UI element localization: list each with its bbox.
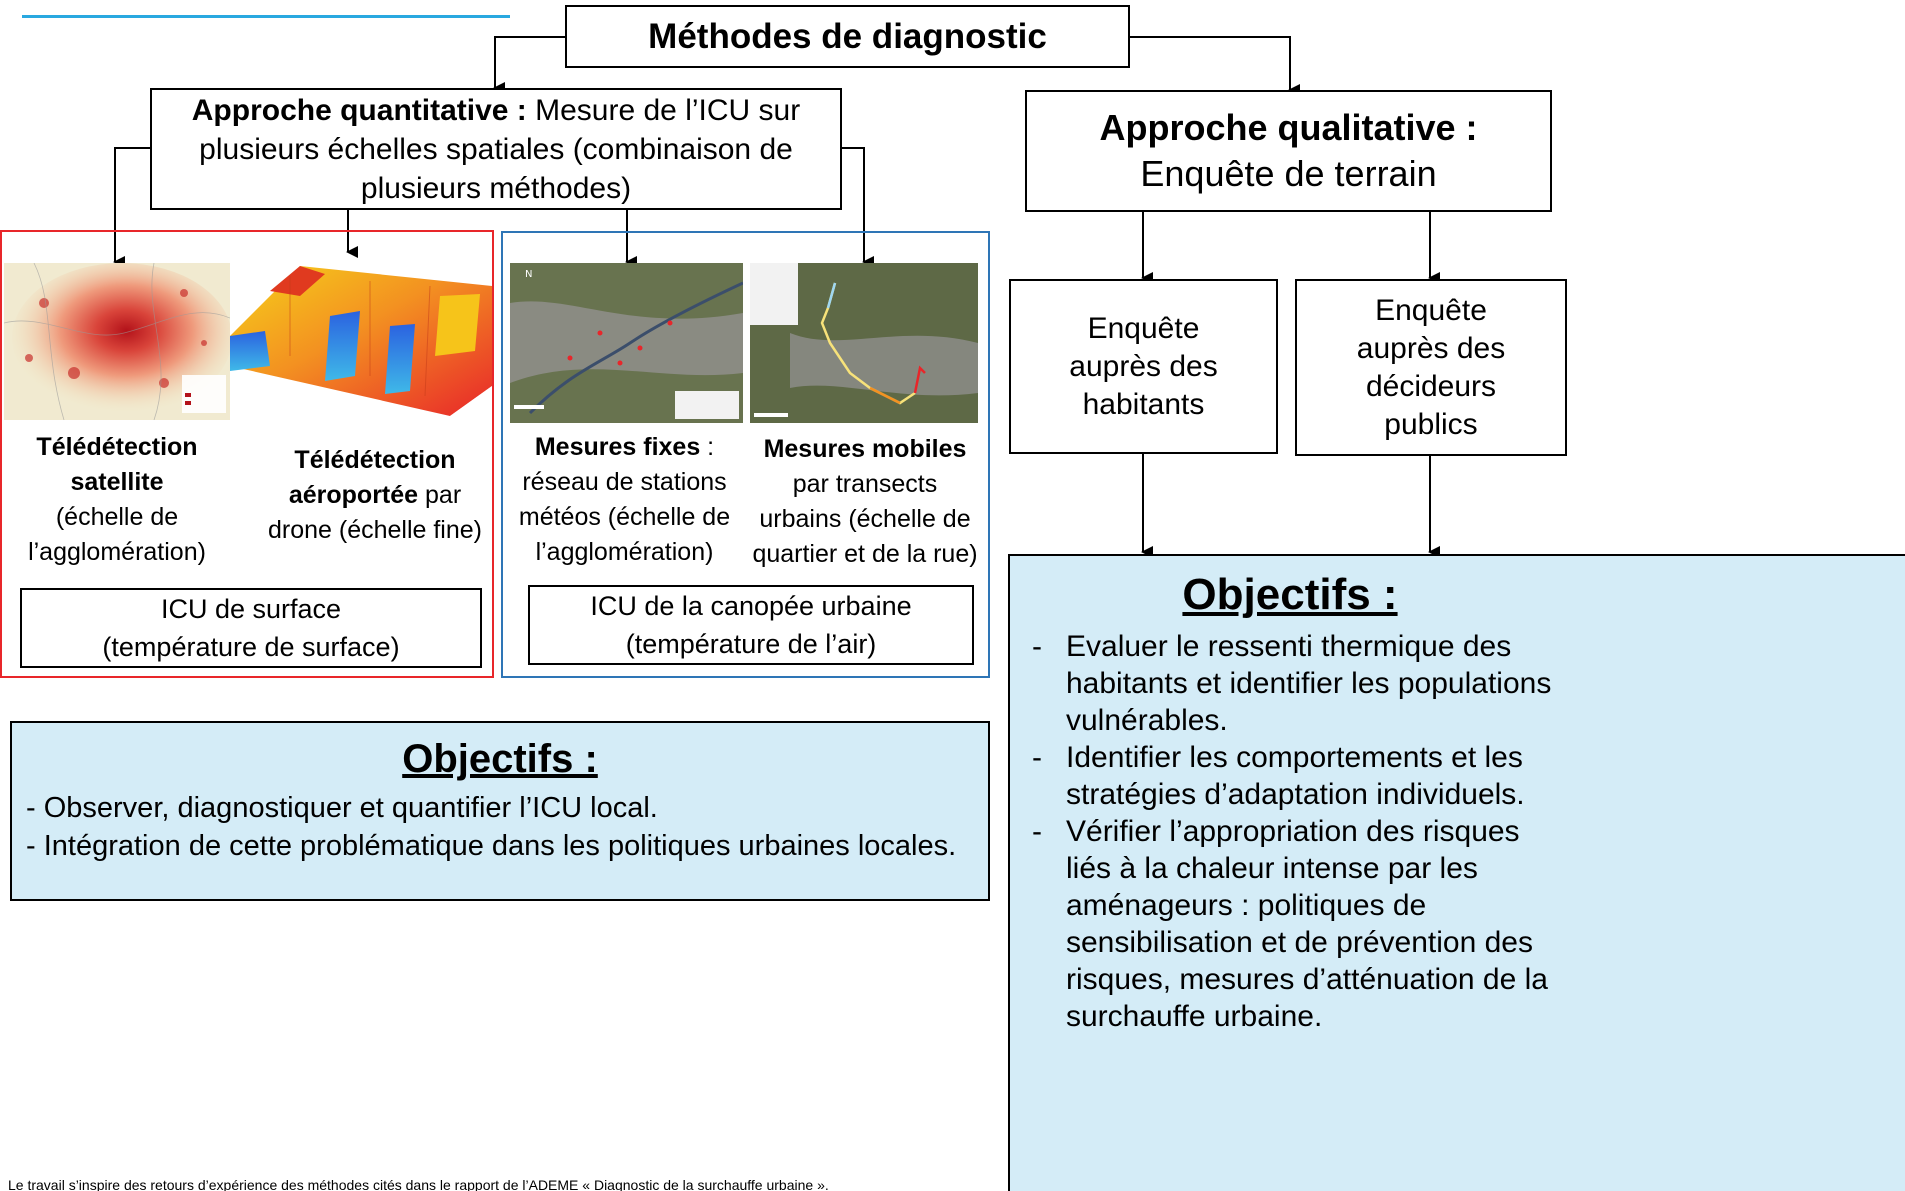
survey-inhabitants-label: Enquête auprès des habitants: [1069, 311, 1218, 421]
svg-text:N: N: [525, 269, 532, 280]
mobile-transect-map: [750, 263, 978, 423]
arrow-title-to-quantitative: [493, 36, 565, 94]
mobile-caption-bold: Mesures mobiles: [763, 435, 967, 463]
satellite-caption: Télédétection satellite (échelle de l’ag…: [4, 430, 230, 570]
qualitative-description: Enquête de terrain: [1140, 153, 1437, 194]
fixed-caption-bold: Mesures fixes: [534, 433, 701, 461]
quantitative-text: Approche quantitative : Mesure de l’ICU …: [170, 91, 822, 208]
survey-decision-makers-box: Enquête auprès des décideurs publics: [1295, 279, 1567, 456]
drone-caption-bold: Télédétection aéroportée: [288, 446, 456, 509]
quantitative-description: Mesure de l’ICU sur plusieurs échelles s…: [199, 93, 801, 205]
objectives-left-panel: Objectifs : - Observer, diagnostiquer et…: [10, 721, 990, 901]
drone-thermal-image: [230, 256, 492, 416]
qualitative-approach-box: Approche qualitative : Enquête de terrai…: [1025, 90, 1552, 212]
canopy-icu-line2: (température de l’air): [625, 629, 877, 659]
accent-line: [22, 15, 510, 18]
arrow-title-to-qualitative: [1130, 36, 1300, 96]
satellite-thermal-map: [4, 263, 230, 420]
surface-icu-box: ICU de surface (température de surface): [20, 588, 482, 668]
mobile-caption: Mesures mobiles par transects urbains (é…: [752, 432, 978, 572]
fixed-caption: Mesures fixes : réseau de stations météo…: [512, 430, 737, 570]
canopy-methods-frame: [501, 231, 990, 678]
diagram-title: Méthodes de diagnostic: [648, 16, 1047, 56]
objectives-left-item-2: - Intégration de cette problématique dan…: [26, 830, 957, 862]
quantitative-lead: Approche quantitative :: [191, 93, 527, 127]
canopy-icu-line1: ICU de la canopée urbaine: [590, 591, 912, 621]
fixed-caption-rest: : réseau de stations météos (échelle de …: [518, 433, 731, 566]
mobile-caption-rest: par transects urbains (échelle de quarti…: [752, 470, 978, 568]
drone-caption-rest: par drone (échelle fine): [267, 481, 482, 544]
qualitative-lead: Approche qualitative :: [1099, 107, 1478, 148]
objectives-left-title: Objectifs :: [402, 737, 598, 781]
surface-methods-frame: [0, 230, 494, 678]
objectives-right-panel: Objectifs : Evaluer le ressenti thermiqu…: [1008, 554, 1905, 1191]
arrow-to-mobile: [842, 147, 874, 268]
objectives-right-item-3: Vérifier l’appropriation des risques lié…: [1010, 813, 1565, 1035]
drone-caption: Télédétection aéroportée par drone (éche…: [260, 443, 490, 548]
objectives-right-title: Objectifs :: [1182, 570, 1398, 619]
fixed-stations-map: N: [510, 263, 743, 423]
quantitative-approach-box: Approche quantitative : Mesure de l’ICU …: [150, 88, 842, 210]
survey-inhabitants-box: Enquête auprès des habitants: [1009, 279, 1278, 454]
objectives-right-item-1: Evaluer le ressenti thermique des habita…: [1010, 628, 1565, 739]
footnote: Le travail s’inspire des retours d’expér…: [8, 1177, 829, 1191]
title-box: Méthodes de diagnostic: [565, 5, 1130, 68]
objectives-left-item-1: - Observer, diagnostiquer et quantifier …: [26, 792, 658, 824]
objectives-right-item-2: Identifier les comportements et les stra…: [1010, 739, 1565, 813]
surface-icu-line1: ICU de surface: [160, 594, 342, 624]
surface-icu-line2: (température de surface): [102, 632, 400, 662]
arrow-to-satellite: [113, 147, 150, 268]
objectives-right-list: Evaluer le ressenti thermique des habita…: [1010, 628, 1565, 1035]
survey-decision-makers-label: Enquête auprès des décideurs publics: [1356, 293, 1506, 441]
satellite-caption-scale: (échelle de l’agglomération): [28, 503, 206, 566]
satellite-caption-bold: Télédétection satellite: [36, 433, 198, 496]
canopy-icu-box: ICU de la canopée urbaine (température d…: [528, 585, 974, 665]
